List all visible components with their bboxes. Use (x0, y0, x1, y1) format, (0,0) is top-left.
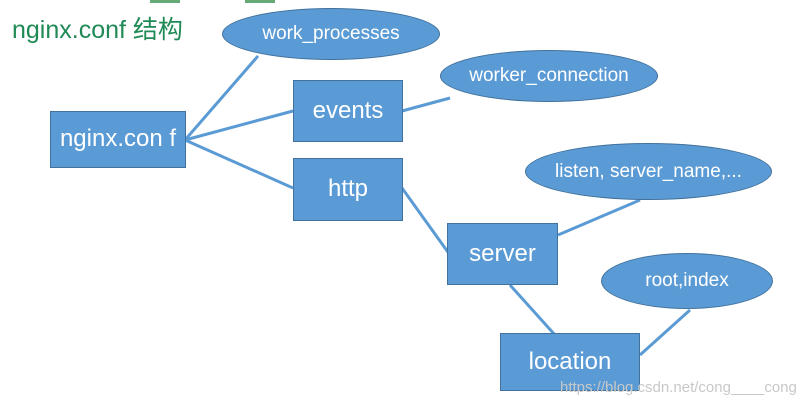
cropped-line-fragment (245, 0, 275, 3)
cropped-line-fragment (150, 0, 180, 3)
node-events: events (293, 80, 403, 142)
node-worker-connection: worker_connection (440, 50, 658, 102)
connector-server-location (508, 283, 557, 337)
node-server: server (447, 223, 558, 285)
connector-http-server (400, 187, 452, 256)
connector-root-events (184, 109, 294, 142)
connector-location-root-index (638, 308, 692, 357)
node-http: http (293, 158, 403, 221)
watermark-url: https://blog.csdn.net/cong____cong (560, 379, 797, 396)
node-location: location (500, 333, 640, 391)
connector-server-listen (557, 198, 641, 237)
node-nginx-conf: nginx.con f (50, 111, 186, 168)
node-listen-server-name: listen, server_name,... (525, 143, 772, 200)
node-root-index: root,index (601, 253, 773, 309)
connector-events-worker-connection (401, 96, 451, 113)
connector-root-http (184, 138, 294, 190)
connector-root-work-processes (183, 55, 260, 141)
node-work-processes: work_processes (222, 8, 440, 60)
diagram-title: nginx.conf 结构 (12, 16, 183, 44)
